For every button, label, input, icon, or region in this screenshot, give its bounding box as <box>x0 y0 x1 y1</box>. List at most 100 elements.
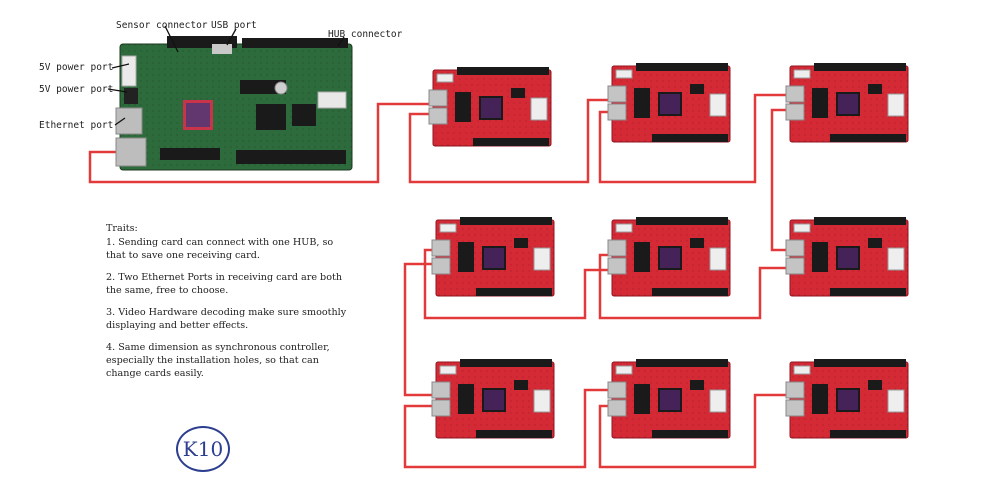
receiving-card-1 <box>428 67 552 147</box>
ethernet-socket-in <box>785 239 805 257</box>
small-chip <box>868 238 882 248</box>
trait-line: 4. Same dimension as synchronous control… <box>106 342 330 353</box>
bottom-header <box>473 138 549 146</box>
power-terminal <box>439 365 457 375</box>
power-terminal-1 <box>121 55 137 87</box>
bottom-header <box>830 288 906 296</box>
bottom-header <box>652 288 728 296</box>
chip-column <box>812 242 828 272</box>
top-header <box>636 359 728 367</box>
network-cables <box>88 93 795 469</box>
data-connector <box>533 389 551 413</box>
power-terminal <box>615 223 633 233</box>
ethernet-port-label: Ethernet port <box>39 120 114 131</box>
ethernet-socket-out <box>431 257 451 275</box>
power-terminal <box>793 69 811 79</box>
trait-line: displaying and better effects. <box>106 320 249 331</box>
ethernet-socket-in <box>431 239 451 257</box>
fpga-die <box>660 390 680 410</box>
receiving-card-8 <box>607 359 731 439</box>
small-chip <box>868 380 882 390</box>
data-connector <box>709 247 727 271</box>
power-port-label-1: 5V power port <box>39 62 114 73</box>
power-port-label-2: 5V power port <box>39 84 114 95</box>
ethernet-socket-out <box>428 107 448 125</box>
power-terminal <box>439 223 457 233</box>
trait-line: 3. Video Hardware decoding make sure smo… <box>106 307 347 318</box>
top-header <box>814 217 906 225</box>
chip-column <box>634 242 650 272</box>
ethernet-socket-in <box>785 381 805 399</box>
ethernet-socket-in <box>428 89 448 107</box>
receiving-cards <box>428 63 909 439</box>
cable-r7-to-r8 <box>403 388 614 469</box>
receiving-card-6 <box>785 217 909 297</box>
bottom-header <box>652 430 728 438</box>
ethernet-socket-in <box>785 85 805 103</box>
bottom-header <box>652 134 728 142</box>
fpga-die <box>838 94 858 114</box>
trait-item-4: 4. Same dimension as synchronous control… <box>106 341 406 380</box>
ethernet-socket-out <box>607 103 627 121</box>
bottom-header <box>476 288 552 296</box>
bottom-header <box>236 150 346 164</box>
data-connector <box>887 247 905 271</box>
hub-connector-label: HUB connector <box>328 29 403 40</box>
ethernet-socket-in <box>607 239 627 257</box>
data-connector <box>887 93 905 117</box>
top-header <box>460 217 552 225</box>
trait-item-3: 3. Video Hardware decoding make sure smo… <box>106 306 406 332</box>
fpga-die <box>481 98 501 118</box>
bottom-header <box>830 430 906 438</box>
chip-column <box>812 88 828 118</box>
chip-column <box>455 92 471 122</box>
chip-column <box>634 384 650 414</box>
small-chip <box>868 84 882 94</box>
sensor-connector-label: Sensor connector <box>116 20 208 31</box>
bottom-header <box>830 134 906 142</box>
trait-item-2: 2. Two Ethernet Ports in receiving card … <box>106 271 406 297</box>
top-header <box>636 217 728 225</box>
fpga-die <box>838 248 858 268</box>
data-connector <box>887 389 905 413</box>
k10-badge: K10 <box>176 426 230 472</box>
power-terminal <box>436 73 454 83</box>
cable-r5-to-r6 <box>423 248 614 320</box>
ethernet-socket-in <box>607 85 627 103</box>
trait-line: especially the installation holes, so th… <box>106 355 319 366</box>
chip-column <box>634 88 650 118</box>
top-header <box>814 63 906 71</box>
hub-header <box>242 38 348 48</box>
ethernet-socket-in <box>607 381 627 399</box>
ethernet-socket-out <box>607 257 627 275</box>
power-terminal-2 <box>124 88 138 104</box>
data-connector <box>709 389 727 413</box>
bottom-header <box>476 430 552 438</box>
small-chip <box>511 88 525 98</box>
receiving-card-7 <box>431 359 555 439</box>
ethernet-socket-out <box>785 399 805 417</box>
cable-r1-to-r2 <box>408 98 615 184</box>
receiving-card-3 <box>785 63 909 143</box>
traits-text: Traits: 1. Sending card can connect with… <box>106 222 406 389</box>
receiving-card-9 <box>785 359 909 439</box>
receiving-card-4 <box>431 217 555 297</box>
small-chip <box>690 238 704 248</box>
fpga-die <box>838 390 858 410</box>
chip-column <box>458 242 474 272</box>
small-chip <box>690 380 704 390</box>
small-chip <box>690 84 704 94</box>
ethernet-socket-out <box>785 103 805 121</box>
data-connector <box>533 247 551 271</box>
callout-arrows <box>107 25 345 126</box>
receiving-card-5 <box>607 217 731 297</box>
small-chip <box>514 238 528 248</box>
trait-item-1: 1. Sending card can connect with one HUB… <box>106 236 406 262</box>
top-header <box>636 63 728 71</box>
top-header <box>457 67 549 75</box>
trait-line: 2. Two Ethernet Ports in receiving card … <box>106 272 343 283</box>
trait-line: 1. Sending card can connect with one HUB… <box>106 237 334 248</box>
cable-r2-to-r3 <box>598 93 792 184</box>
trait-line: the same, free to choose. <box>106 285 229 296</box>
fpga-die <box>660 94 680 114</box>
